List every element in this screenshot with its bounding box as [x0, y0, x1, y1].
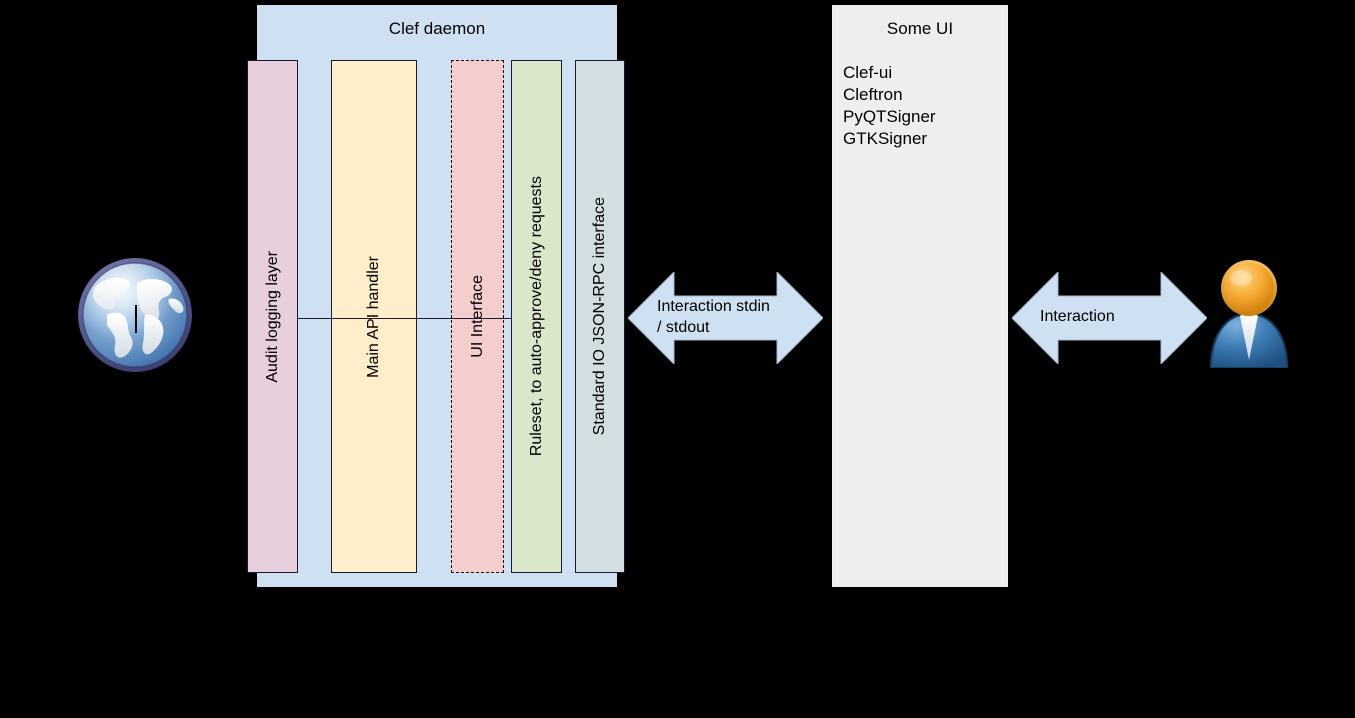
arrow-daemon-to-someui	[628, 272, 823, 364]
list-item: Cleftron	[843, 85, 903, 104]
someui-title: Some UI	[886, 19, 954, 38]
lane-ruleset[interactable]: Ruleset, to auto-approve/deny requests	[511, 60, 562, 573]
globe-icon	[73, 253, 198, 378]
list-item: PyQTSigner	[843, 107, 936, 126]
list-item: GTKSigner	[843, 129, 928, 148]
someui-panel	[832, 5, 1008, 587]
lane-connector-line	[298, 318, 512, 319]
list-item: Clef-ui	[843, 63, 893, 82]
lane-stdio-jsonrpc[interactable]: Standard IO JSON-RPC interface	[575, 60, 625, 573]
lane-api-label: Main API handler	[365, 255, 382, 378]
lane-ruleset-label: Ruleset, to auto-approve/deny requests	[527, 176, 545, 457]
lane-main-api-handler[interactable]: Main API handler	[331, 60, 417, 573]
clef-daemon-title: Clef daemon	[388, 19, 486, 38]
arrow-someui-to-user-label: Interaction	[1040, 308, 1115, 325]
user-icon	[1203, 256, 1295, 369]
lane-stdio-label: Standard IO JSON-RPC interface	[591, 197, 608, 436]
arrow-daemon-to-someui-label: Interaction stdin / stdout	[657, 298, 770, 336]
clef-daemon-container	[257, 5, 617, 587]
lane-audit-logging-layer[interactable]: Audit logging layer	[247, 60, 298, 573]
lane-ui-interface[interactable]: UI Interface	[451, 60, 504, 573]
arrow-someui-to-user	[1012, 272, 1207, 364]
lane-audit-label: Audit logging layer	[263, 250, 281, 383]
someui-list: Clef-ui Cleftron PyQTSigner GTKSigner	[843, 62, 1003, 150]
lane-ui-label: UI Interface	[468, 275, 486, 358]
